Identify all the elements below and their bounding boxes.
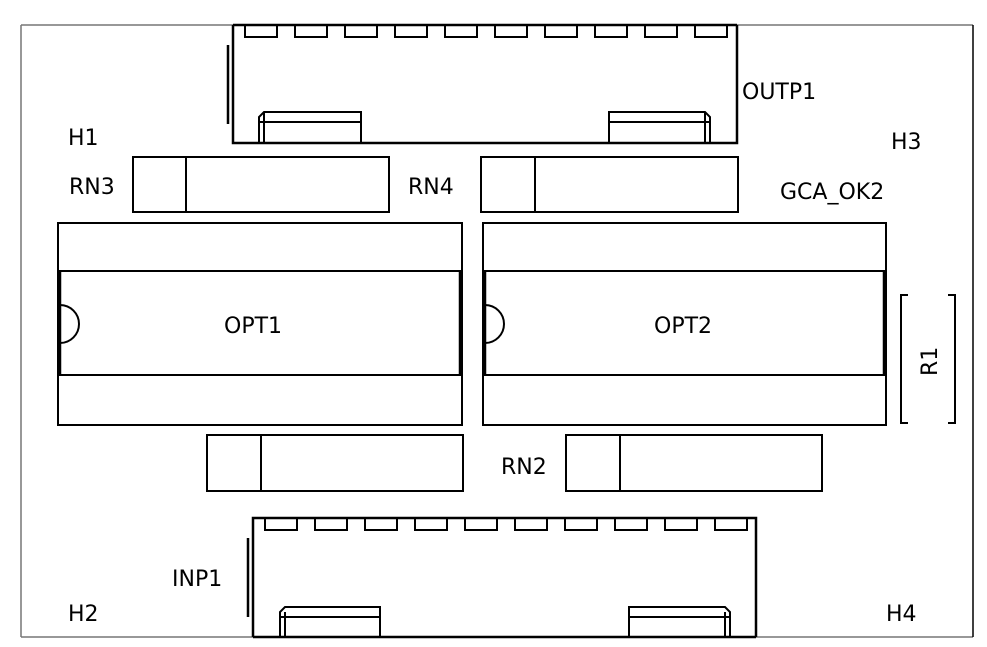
outp1-pin-2 [294,24,328,38]
inp1-pin-6 [514,517,548,531]
resistor-network-rn2[interactable]: RN2 [501,434,823,492]
outp1-foot-left [258,111,362,143]
inp1-pin-7 [564,517,598,531]
outp1-pins [244,24,728,38]
outp1-pin-3 [344,24,378,38]
outp1-pin-7 [544,24,578,38]
inp1-foot-left [279,606,381,637]
outp1-label: OUTP1 [742,80,816,105]
connector-outp1[interactable]: OUTP1 [226,23,816,145]
outp1-pin-1 [244,24,278,38]
outp1-pin-8 [594,24,628,38]
resistor-network-unlabeled[interactable] [206,434,464,492]
connector-inp1[interactable]: INP1 [172,516,758,639]
inp1-pin-5 [464,517,498,531]
ic-opt1[interactable]: OPT1 [57,222,463,426]
resistor-r1[interactable]: R1 [900,294,956,424]
resistor-network-rn3[interactable]: RN3 [69,156,390,213]
outp1-pin-5 [444,24,478,38]
inp1-pin-2 [314,517,348,531]
inp1-pin-4 [414,517,448,531]
outp1-pin-6 [494,24,528,38]
inp1-label: INP1 [172,567,222,592]
r1-label: R1 [918,347,943,376]
board-outline [20,24,974,638]
rn4-label: RN4 [408,175,454,200]
inp1-pins [264,517,748,531]
inp1-foot-right [628,606,731,637]
opt1-pin1-notch [59,304,80,344]
opt2-pin1-notch [484,304,505,344]
opt1-label: OPT1 [224,314,282,339]
gca-ok2-label: GCA_OK2 [780,180,884,205]
inp1-pin-8 [614,517,648,531]
h1-label: H1 [68,126,99,151]
h2-label: H2 [68,602,99,627]
rn2-label: RN2 [501,455,547,480]
h3-label: H3 [891,130,922,155]
rn3-label: RN3 [69,175,115,200]
inp1-pin-3 [364,517,398,531]
inp1-pin-1 [264,517,298,531]
outp1-pin-4 [394,24,428,38]
outp1-foot-right [608,111,711,143]
h4-label: H4 [886,602,917,627]
outp1-pin-9 [644,24,678,38]
inp1-pin-10 [714,517,748,531]
opt2-label: OPT2 [654,314,712,339]
outp1-pin-10 [694,24,728,38]
inp1-pin-9 [664,517,698,531]
resistor-network-rn4[interactable]: RN4 [408,156,739,213]
ic-opt2[interactable]: OPT2 [482,222,887,426]
